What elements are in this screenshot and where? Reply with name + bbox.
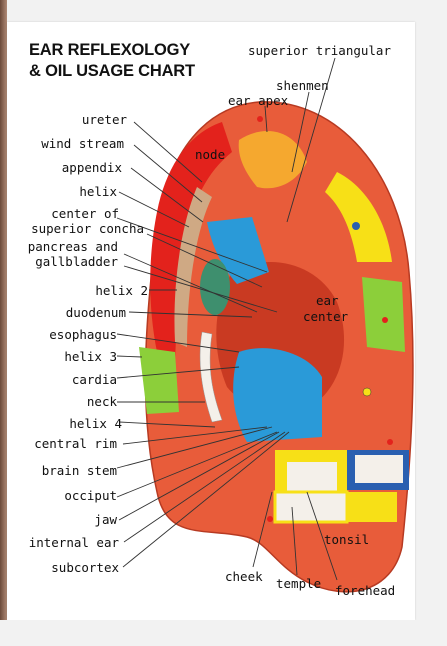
lobe-eyes-box [273,490,349,524]
title-line-1: EAR REFLEXOLOGY [29,41,191,59]
label-shenmen: shenmen [276,78,329,93]
label-forehead: forehead [335,583,396,598]
point-dot [382,317,388,323]
label-helix-2: helix 2 [95,283,148,298]
point-dot [387,439,393,445]
point-dot [267,516,273,522]
label-duodenum: duodenum [65,305,126,320]
helix-ridge [174,187,212,347]
label-appendix: appendix [61,160,122,175]
label-cheek: cheek [225,569,263,584]
label-center-of: center of [51,206,119,221]
label-helix-3: helix 3 [64,349,117,364]
label-wind-stream: wind stream [41,136,124,151]
label-tonsil: tonsil [324,532,370,547]
blue-organ-region [233,348,322,442]
label-subcortex: subcortex [51,560,119,575]
label-esophagus: esophagus [49,327,117,342]
ear-diagram [116,57,414,593]
label-internal-ear: internal ear [28,535,119,550]
label-superior-triangular: superior triangular [248,43,391,58]
label-node: node [195,147,226,162]
left-green-region [139,347,179,414]
bottom-bar [0,620,447,646]
label-pancreas-and: pancreas and [27,239,118,254]
label-brain-stem: brain stem [41,463,117,478]
point-dot [362,387,372,397]
lobe-teeth-box [355,455,403,483]
point-dot [352,222,360,230]
label-temple: temple [276,576,322,591]
spine-white [199,331,223,423]
point-dot [257,116,263,122]
apex-yellow [238,131,307,189]
lobe-tongue-box [287,462,337,492]
lobe-lower-yellow [347,492,397,522]
label-central-rim: central rim [34,436,117,451]
label-ear: ear [316,293,339,308]
background-edge [0,0,7,646]
label-gallbladder: gallbladder [35,254,118,269]
leader-lines [116,57,338,581]
label-jaw: jaw [94,512,117,527]
label-ureter: ureter [81,112,127,127]
label-superior-concha: superior concha [31,221,144,236]
green-organ [200,259,230,315]
label-helix: helix [79,184,117,199]
label-center: center [303,309,349,324]
label-helix-4: helix 4 [69,416,122,431]
chart-card: EAR REFLEXOLOGY & OIL USAGE CHART superi… [7,22,415,620]
title-line-2: & OIL USAGE CHART [29,62,195,80]
label-occiput: occiput [64,488,117,503]
right-green-region [362,277,405,352]
label-cardia: cardia [71,372,117,387]
helix-red-region [150,122,232,362]
right-yellow-region [325,172,392,262]
label-neck: neck [86,394,117,409]
label-ear-apex: ear apex [228,93,289,108]
chart-title: EAR REFLEXOLOGY & OIL USAGE CHART [29,40,229,82]
